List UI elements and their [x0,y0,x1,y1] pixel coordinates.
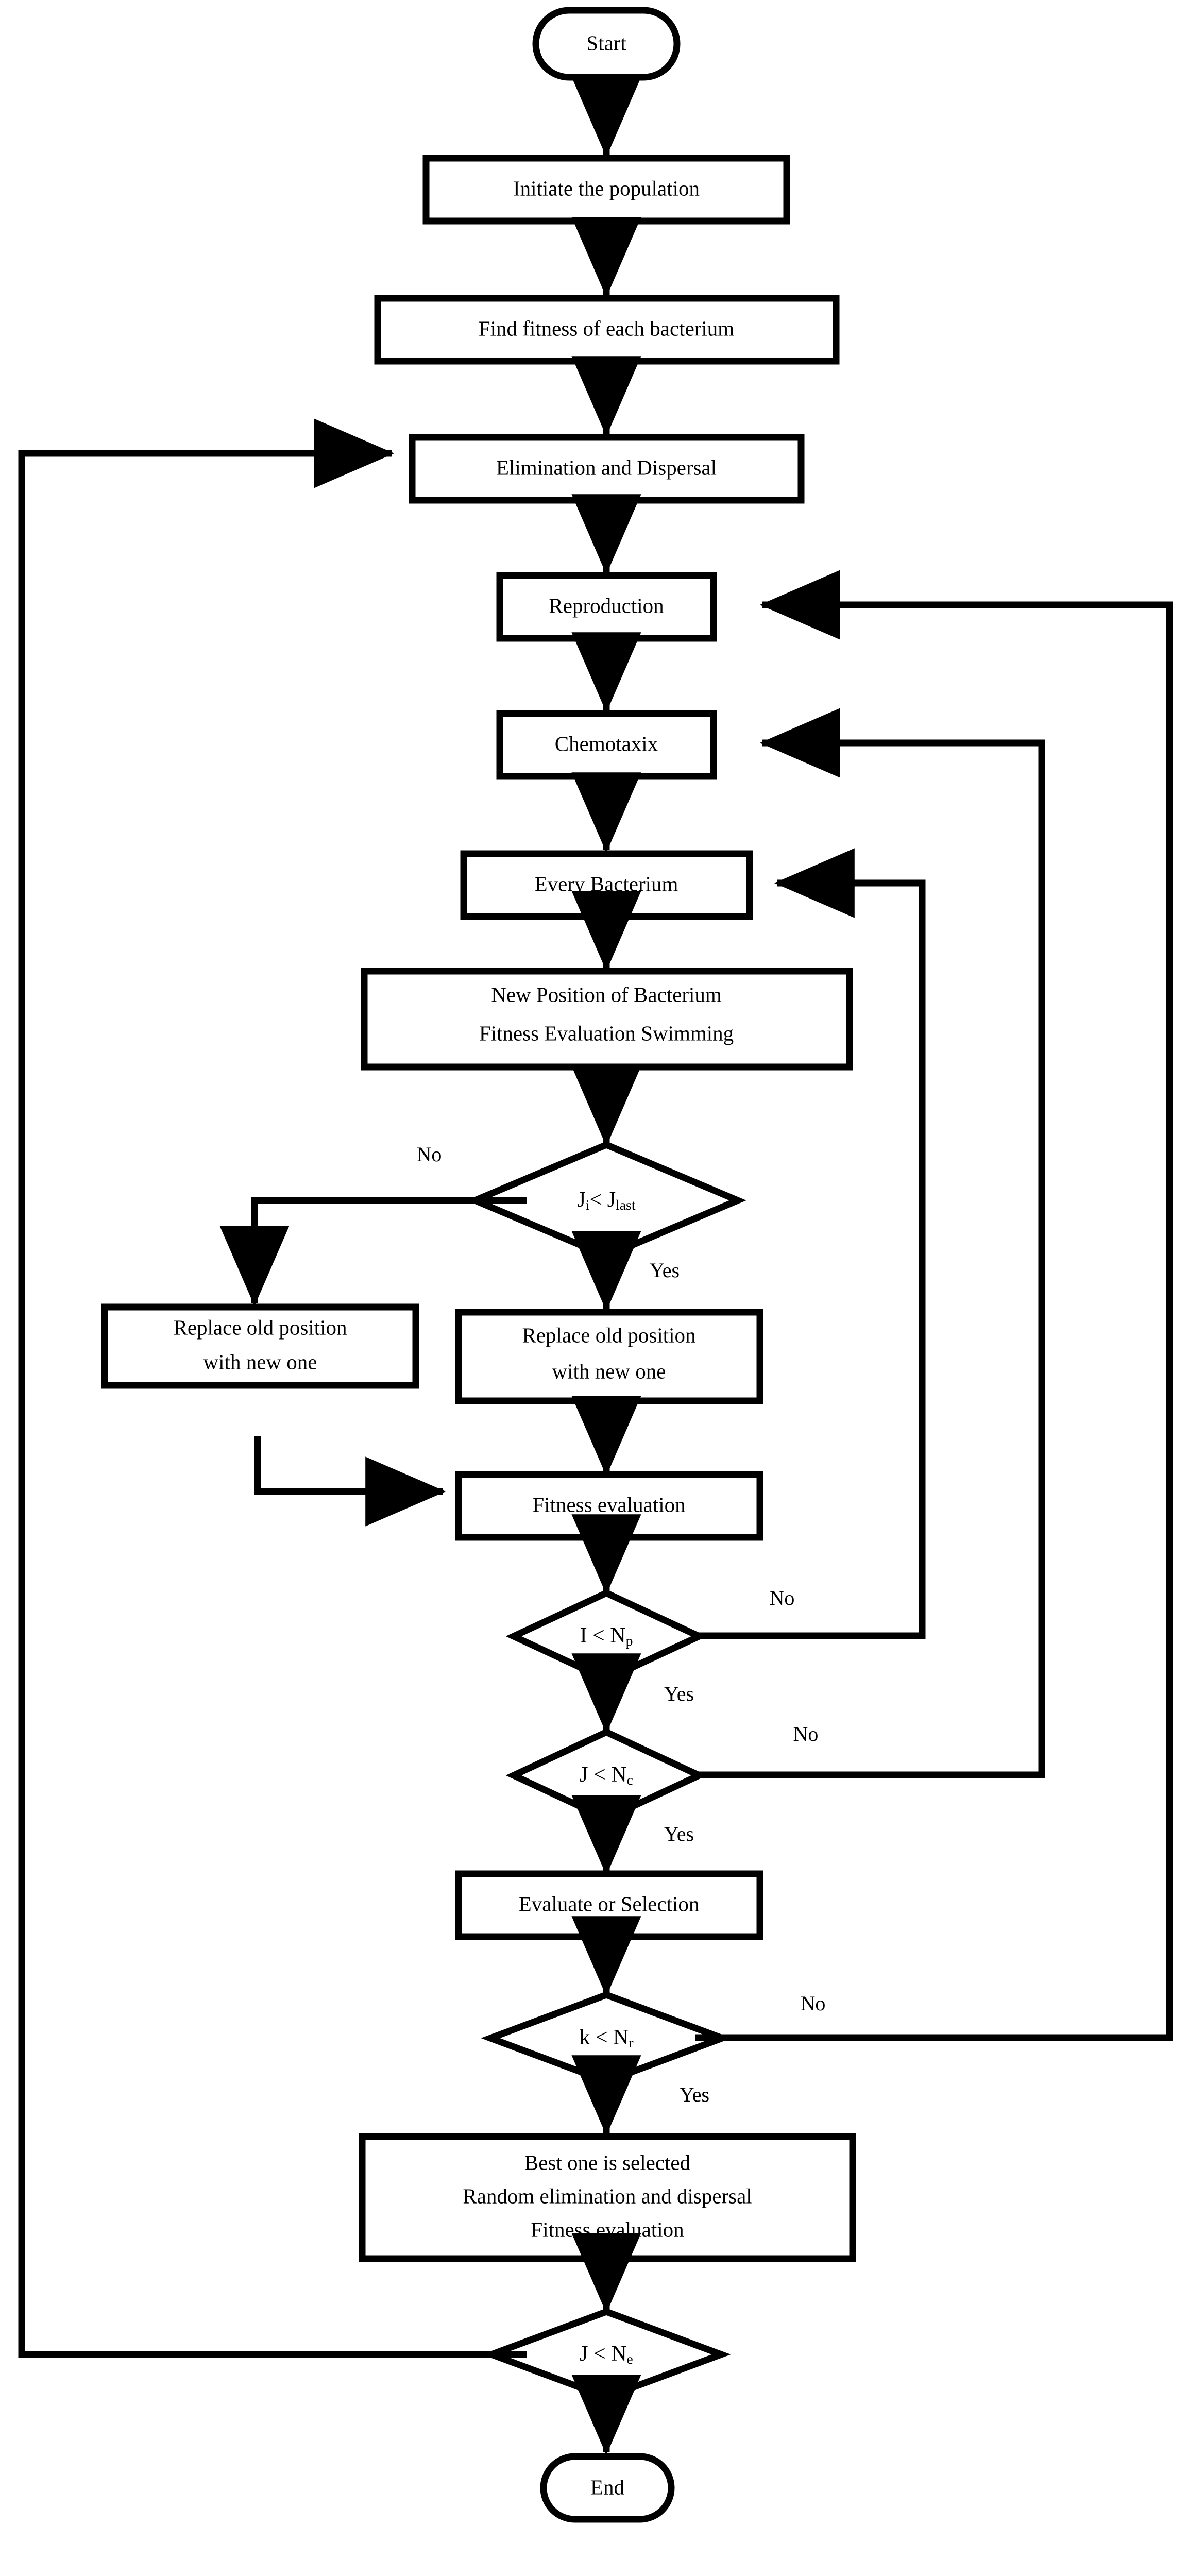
new-position-shape [361,968,853,1071]
decision-knr-main: k < N [579,2026,629,2049]
replace-left-shape [101,1303,419,1389]
elimination-shape [409,434,805,504]
replace-left-line1: Replace old position [173,1315,347,1339]
edge-label-jlast-no: No [417,1143,442,1166]
node-evaluate-selection[interactable]: Evaluate or Selection [455,1870,763,1940]
edge-decisionknr-no-to-reproduction [695,570,1173,2041]
node-end[interactable]: End [540,2453,675,2523]
decision-k-nr-label: k < Nr [579,2026,633,2051]
elimination-label: Elimination and Dispersal [496,455,717,479]
end-label: End [590,2475,624,2499]
edge-label-jnc-yes: Yes [664,1822,694,1845]
node-best-one-selected[interactable]: Best one is selected Random elimination … [359,2133,856,2262]
decision-j-ne-label: J < Ne [580,2342,633,2367]
evaluate-selection-shape [455,1870,763,1940]
new-position-label-line2: Fitness Evaluation Swimming [479,1021,734,1045]
connector-layer [18,77,1173,2455]
edge-label-jlast-yes: Yes [650,1259,680,1282]
replace-left-line2: with new one [203,1350,317,1374]
decision-ji-jlast-shape [466,1141,746,1260]
decision-i-np-shape [505,1589,707,1684]
node-decision-k-nr[interactable]: k < Nr [481,1991,732,2085]
initiate-shape [422,155,790,225]
decision-j-nc-label: J < Nc [580,1763,633,1788]
edge-label-inp-no: No [770,1586,795,1609]
node-decision-j-ne[interactable]: J < Ne [482,2308,731,2401]
best-one-line1: Best one is selected [524,2150,690,2174]
decision-j-nc-shape [505,1728,707,1823]
evaluate-selection-label: Evaluate or Selection [519,1892,700,1916]
node-start[interactable]: Start [532,7,681,81]
edge-label-knr-no: No [801,1992,826,2015]
decision-knr-sub: r [629,2035,633,2050]
edge-decisioninp-no-to-everybacterium [695,848,926,1639]
decision-ji-sub2: last [616,1197,636,1213]
end-shape [540,2453,675,2523]
chemotaxix-shape [496,710,717,780]
node-find-fitness[interactable]: Find fitness of each bacterium [374,295,840,365]
decision-jnc-sub: c [627,1772,633,1788]
node-decision-i-np[interactable]: I < Np [505,1589,707,1684]
decision-ji-main: J [577,1188,585,1212]
decision-i-np-label: I < Np [580,1624,633,1649]
edge-decisionj-no-to-replaceleft [219,1197,527,1307]
replace-right-line2: with new one [552,1359,666,1383]
start-label: Start [586,31,626,55]
decision-ji-op: < J [590,1188,616,1212]
initiate-label: Initiate the population [513,176,700,200]
new-position-label-line1: New Position of Bacterium [491,982,722,1006]
edge-label-jnc-no: No [793,1722,819,1745]
replace-right-line1: Replace old position [522,1323,695,1347]
node-replace-left[interactable]: Replace old position with new one [101,1303,419,1389]
find-fitness-label: Find fitness of each bacterium [479,316,735,340]
find-fitness-shape [374,295,840,365]
fitness-evaluation-shape [455,1471,763,1541]
edge-replaceleft-to-fitnesseval [254,1436,446,1527]
decision-k-nr-shape [481,1991,732,2085]
replace-right-shape [455,1309,763,1404]
best-one-line3: Fitness evaluation [531,2217,684,2241]
decision-j-ne-shape [482,2308,731,2401]
best-one-shape [359,2133,856,2262]
decision-inp-sub: p [626,1633,633,1649]
decision-jnc-main: J < N [580,1763,626,1787]
node-replace-right[interactable]: Replace old position with new one [455,1309,763,1404]
edge-label-knr-yes: Yes [680,2083,709,2106]
node-chemotaxix[interactable]: Chemotaxix [496,710,717,780]
decision-ji-jlast-label: Ji< Jlast [577,1188,635,1213]
decision-inp-main: I < N [580,1624,626,1648]
chemotaxix-label: Chemotaxix [555,732,658,755]
node-initiate-population[interactable]: Initiate the population [422,155,790,225]
reproduction-shape [496,572,717,642]
reproduction-label: Reproduction [549,594,664,617]
decision-ji-sub1: i [586,1197,590,1213]
edge-label-inp-yes: Yes [664,1682,694,1705]
node-decision-j-nc[interactable]: J < Nc [505,1728,707,1823]
node-decision-ji-jlast[interactable]: Ji< Jlast [466,1141,746,1260]
node-fitness-evaluation[interactable]: Fitness evaluation [455,1471,763,1541]
every-bacterium-shape [460,850,753,920]
edge-decisionjne-no-to-elimination [18,418,527,2358]
edge-decisionjnc-no-to-chemotaxix [695,708,1045,1778]
best-one-line2: Random elimination and dispersal [463,2184,752,2208]
node-elimination-dispersal[interactable]: Elimination and Dispersal [409,434,805,504]
node-reproduction[interactable]: Reproduction [496,572,717,642]
decision-jne-main: J < N [580,2342,626,2366]
node-new-position[interactable]: New Position of Bacterium Fitness Evalua… [361,968,853,1071]
decision-jne-sub: e [627,2351,633,2367]
every-bacterium-label: Every Bacterium [535,872,678,895]
node-every-bacterium[interactable]: Every Bacterium [460,850,753,920]
start-shape [532,7,681,81]
fitness-evaluation-label: Fitness evaluation [532,1493,685,1516]
